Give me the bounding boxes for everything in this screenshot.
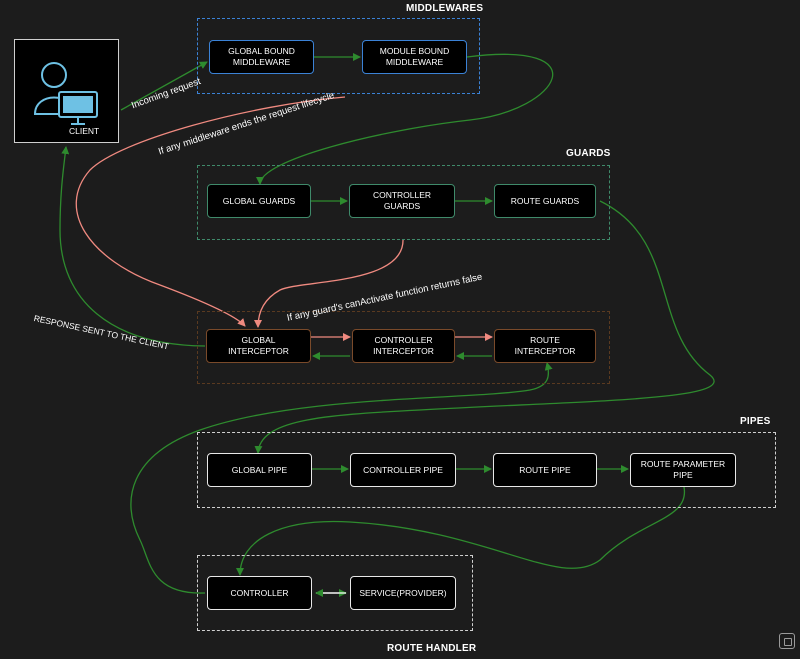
edge-middleware-end (75, 96, 346, 327)
node-route-parameter-pipe: ROUTE PARAMETER PIPE (630, 453, 736, 487)
node-global-bound-middleware: GLOBAL BOUND MIDDLEWARE (209, 40, 314, 74)
route-handler-title: ROUTE HANDLER (387, 643, 477, 654)
edge-controller-to-interceptor (130, 362, 553, 594)
middlewares-group (197, 18, 480, 94)
edge-response-to-client (59, 146, 206, 347)
middlewares-title: MIDDLEWARES (406, 3, 484, 14)
node-global-interceptor: GLOBAL INTERCEPTOR (206, 329, 311, 363)
node-controller-interceptor: CONTROLLER INTERCEPTOR (352, 329, 455, 363)
node-service-provider: SERVICE(PROVIDER) (350, 576, 456, 610)
node-controller-guards: CONTROLLER GUARDS (349, 184, 455, 218)
client-node (14, 39, 119, 143)
node-global-guards: GLOBAL GUARDS (207, 184, 311, 218)
route-handler-group (197, 555, 473, 631)
interceptors-group (197, 311, 610, 384)
node-module-bound-middleware: MODULE BOUND MIDDLEWARE (362, 40, 467, 74)
pipes-group (197, 432, 776, 508)
node-global-pipe: GLOBAL PIPE (207, 453, 312, 487)
node-controller: CONTROLLER (207, 576, 312, 610)
guards-group (197, 165, 610, 240)
node-route-interceptor: ROUTE INTERCEPTOR (494, 329, 596, 363)
node-route-pipe: ROUTE PIPE (493, 453, 597, 487)
user-with-monitor-icon (33, 62, 98, 125)
client-label: CLIENT (69, 126, 100, 136)
edge-incoming-request (120, 61, 208, 111)
guards-title: GUARDS (566, 148, 611, 159)
pipes-title: PIPES (740, 416, 771, 427)
node-controller-pipe: CONTROLLER PIPE (350, 453, 456, 487)
expand-icon[interactable] (779, 633, 795, 649)
node-route-guards: ROUTE GUARDS (494, 184, 596, 218)
edge-mw-to-guards (256, 53, 554, 185)
edge-pipes-to-controller (236, 486, 686, 576)
edge-guards-to-pipes (254, 200, 715, 454)
